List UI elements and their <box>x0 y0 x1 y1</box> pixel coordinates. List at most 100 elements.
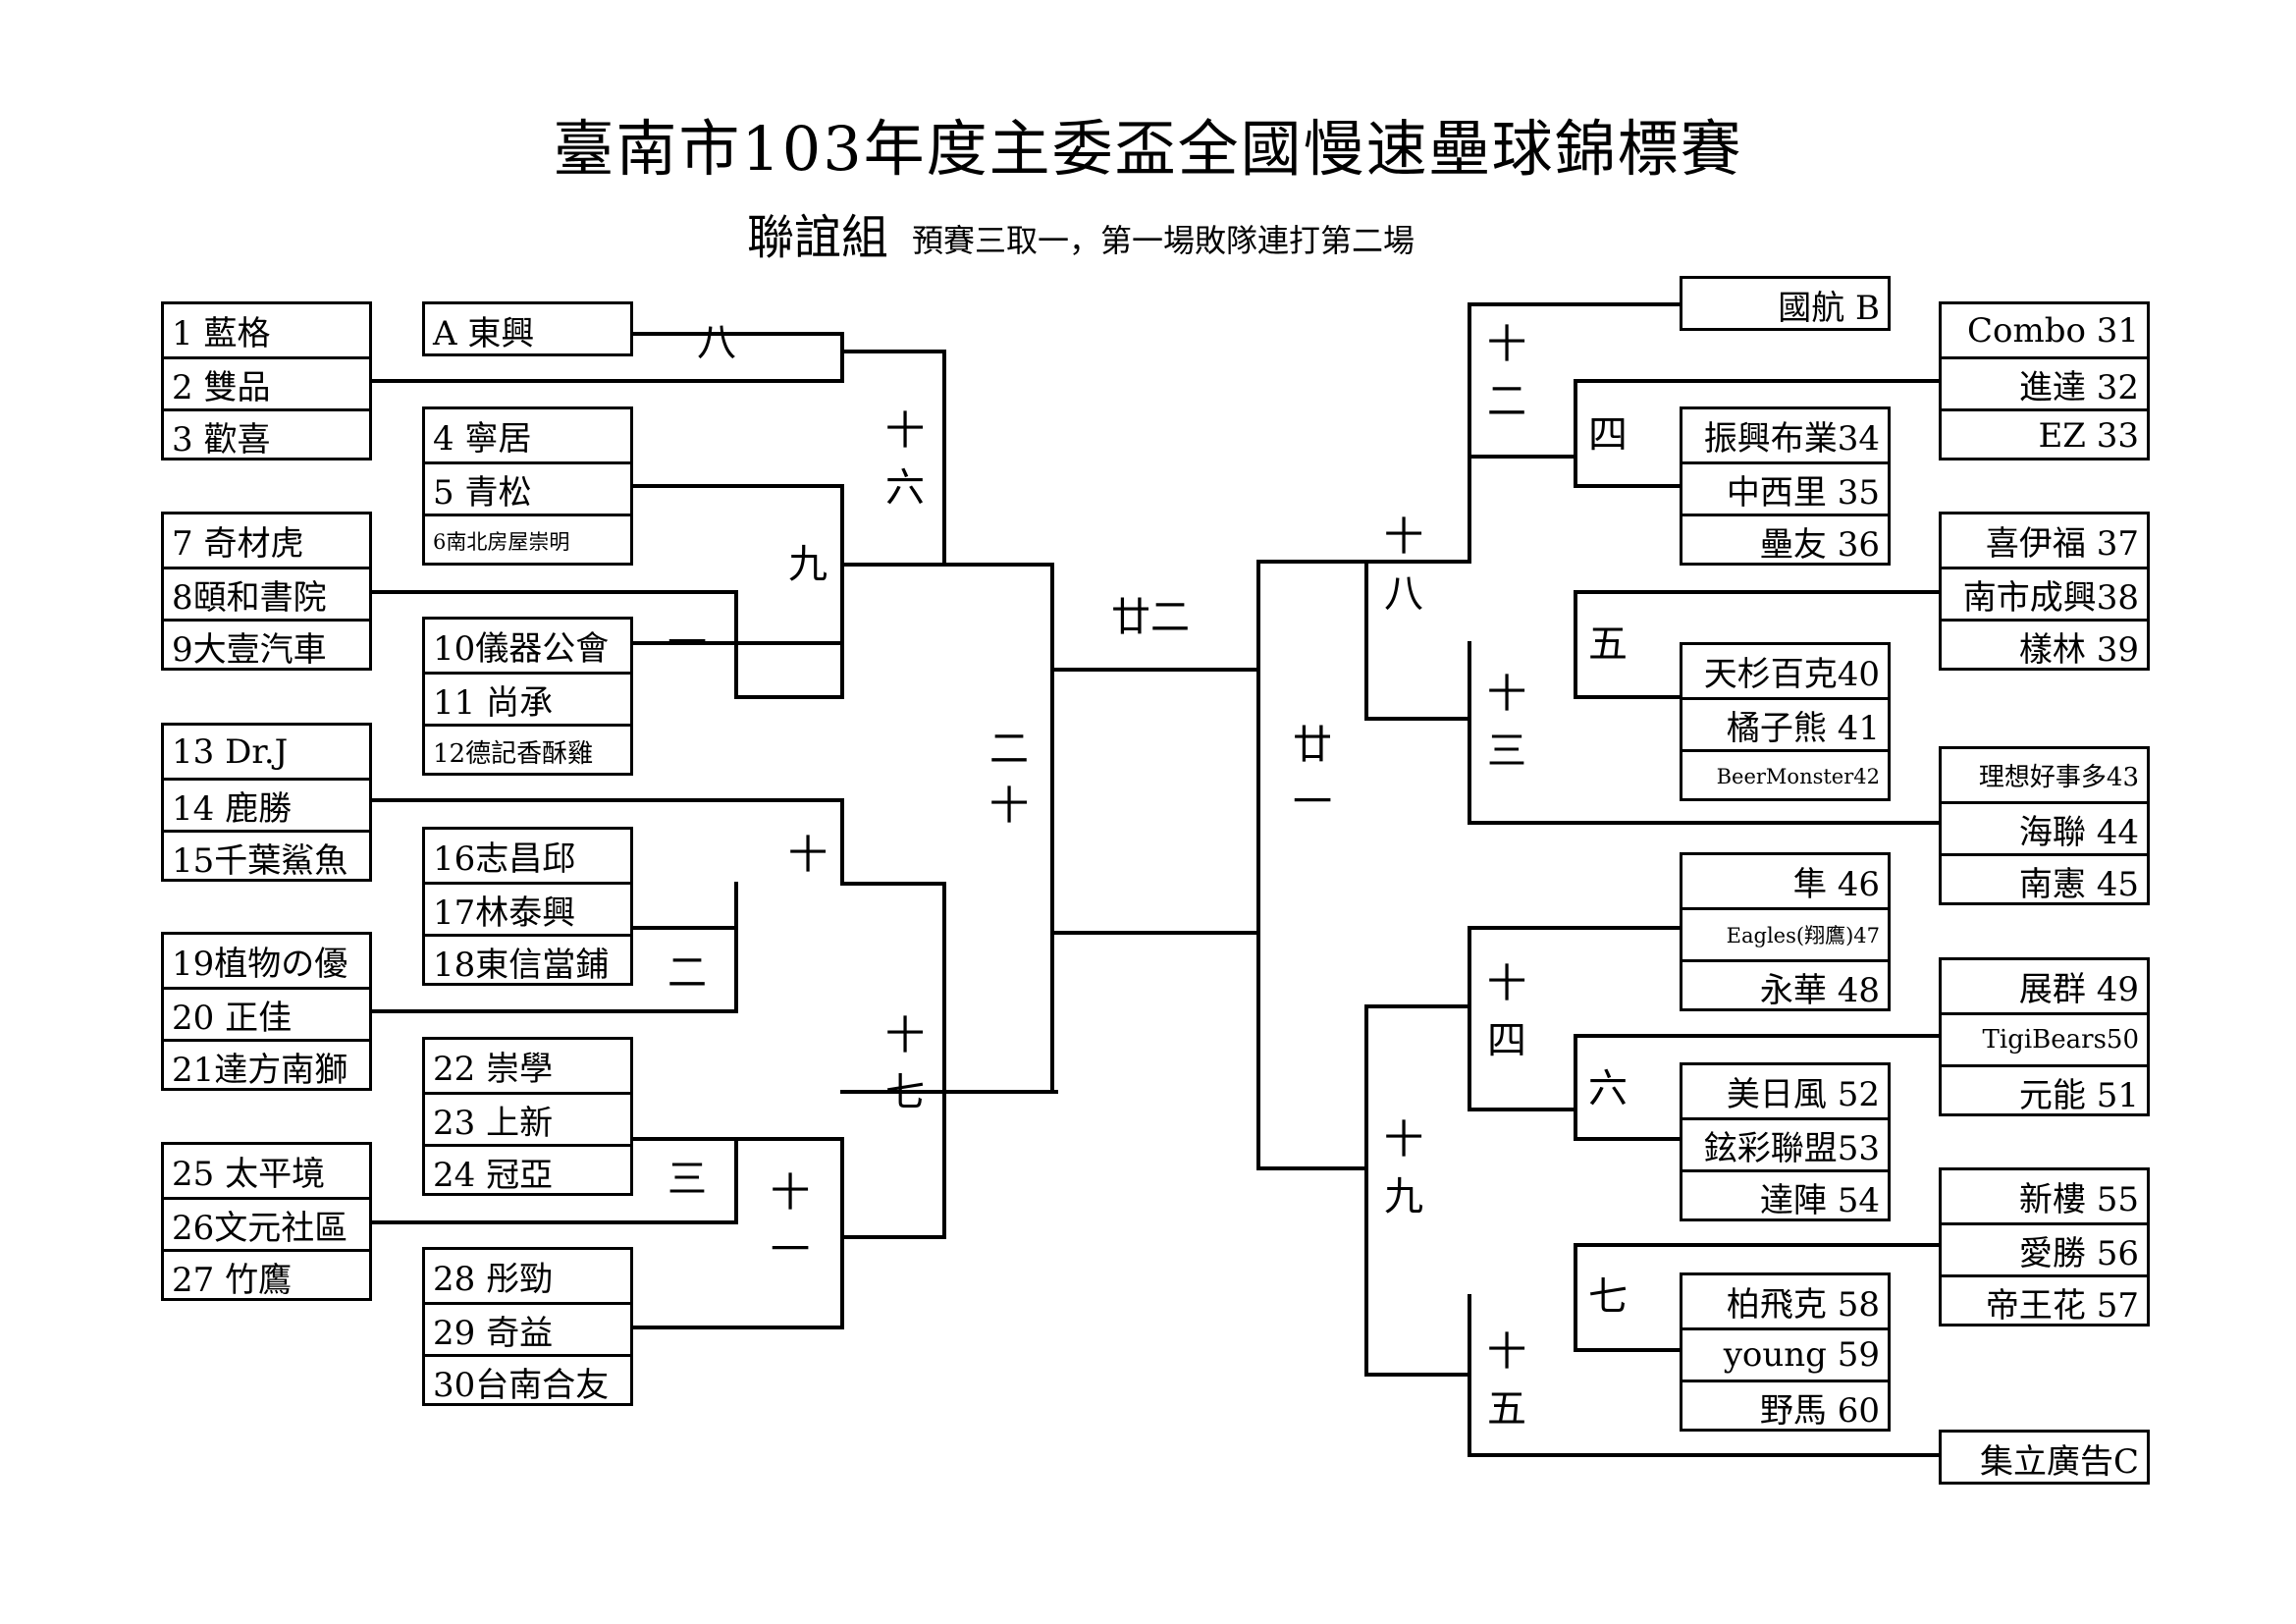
line-game-15 <box>1468 1294 1941 1457</box>
team-cell: 野馬 60 <box>1682 1380 1888 1432</box>
team-cell: BeerMonster42 <box>1682 749 1888 801</box>
left-group-3: 7 奇材虎 8頤和書院 9大壹汽車 <box>161 512 372 671</box>
line-game-2 <box>369 882 738 1013</box>
team-cell: 天杉百克40 <box>1703 655 1880 694</box>
team-cell: 25 太平境 <box>172 1155 326 1194</box>
team-cell: 6南北房屋崇明 <box>425 514 630 566</box>
line-game-5 <box>1574 590 1941 699</box>
game-label-6: 六 <box>1588 1066 1628 1111</box>
team-cell: 13 Dr.J <box>172 731 289 772</box>
line-game-14 <box>1468 926 1682 1111</box>
game-label-11-a: 十 <box>771 1170 810 1216</box>
line-game-9 <box>631 484 946 567</box>
game-label-12-a: 十 <box>1487 322 1526 367</box>
team-cell: 帝王花 57 <box>1942 1274 2147 1326</box>
team-cell: 15千葉鯊魚 <box>164 830 369 882</box>
right-group-3: 喜伊福 37 南市成興38 樣林 39 <box>1939 512 2150 671</box>
line-game-18 <box>1364 560 1471 721</box>
team-cell: 集立廣告C <box>1979 1442 2139 1482</box>
team-cell: 30台南合友 <box>425 1354 630 1406</box>
game-label-15-b: 五 <box>1487 1386 1526 1432</box>
game-label-1: 一 <box>667 621 707 666</box>
team-cell: 3 歡喜 <box>164 408 369 460</box>
right-group-5: 理想好事多43 海聯 44 南憲 45 <box>1939 746 2150 905</box>
line-game-7 <box>1574 1243 1941 1352</box>
line-game-8 <box>369 332 946 383</box>
game-label-3: 三 <box>667 1157 707 1202</box>
right-group-4: 天杉百克40 橘子熊 41 BeerMonster42 <box>1680 642 1891 801</box>
team-cell: 中西里 35 <box>1682 461 1888 514</box>
line-game-10 <box>369 798 946 886</box>
team-cell: 24 冠亞 <box>425 1144 630 1196</box>
game-label-7: 七 <box>1588 1274 1628 1320</box>
team-cell: 14 鹿勝 <box>164 778 369 830</box>
game-label-20-b: 十 <box>989 784 1029 829</box>
team-cell: 20 正佳 <box>164 987 369 1039</box>
game-label-13-b: 三 <box>1487 729 1526 774</box>
team-cell: 21達方南獅 <box>164 1039 369 1091</box>
right-group-6: 隼 46 Eagles(翔鷹)47 永華 48 <box>1680 852 1891 1011</box>
right-group-9: 新樓 55 愛勝 56 帝王花 57 <box>1939 1167 2150 1326</box>
left-group-A: A 東興 <box>422 301 633 356</box>
team-cell: 16志昌邱 <box>433 839 576 879</box>
line-game-1 <box>369 563 844 699</box>
team-cell: 隼 46 <box>1792 865 1880 904</box>
game-label-4: 四 <box>1588 412 1628 458</box>
game-label-9: 九 <box>788 542 828 587</box>
team-cell: 17林泰興 <box>425 882 630 934</box>
line-game-17b <box>840 1137 946 1239</box>
team-cell: 理想好事多43 <box>1978 763 2139 792</box>
right-group-8: 美日風 52 鉉彩聯盟53 達陣 54 <box>1680 1062 1891 1221</box>
team-cell: 29 奇益 <box>425 1302 630 1354</box>
team-cell: 新樓 55 <box>2018 1180 2139 1219</box>
game-label-18-b: 八 <box>1384 571 1423 617</box>
left-group-7: 19植物の優 20 正佳 21達方南獅 <box>161 932 372 1091</box>
team-cell: 南憲 45 <box>1942 853 2147 905</box>
line-game-21 <box>1256 560 1368 1170</box>
game-label-10: 十 <box>788 833 828 878</box>
team-cell: 8頤和書院 <box>164 567 369 619</box>
team-cell: 橘子熊 41 <box>1682 697 1888 749</box>
team-cell: 喜伊福 37 <box>1985 524 2139 564</box>
team-cell: 壘友 36 <box>1682 514 1888 566</box>
team-cell: 27 竹鷹 <box>164 1249 369 1301</box>
right-group-B: 國航 B <box>1680 276 1891 331</box>
subtitle: 聯誼組預賽三取一，第一場敗隊連打第二場 <box>747 208 1415 267</box>
team-cell: Combo 31 <box>1966 310 2139 351</box>
game-label-20-a: 二 <box>989 727 1029 772</box>
team-cell: 美日風 52 <box>1726 1075 1880 1114</box>
team-cell: 22 崇學 <box>433 1050 554 1089</box>
left-group-8: 22 崇學 23 上新 24 冠亞 <box>422 1037 633 1196</box>
line-game-6 <box>1574 1034 1941 1141</box>
team-cell: TigiBears50 <box>1942 1012 2147 1064</box>
team-cell: 進達 32 <box>1942 356 2147 408</box>
game-label-14-b: 四 <box>1487 1018 1526 1063</box>
team-cell: 1 藍格 <box>172 314 271 353</box>
team-cell: 4 寧居 <box>433 419 532 459</box>
team-cell: 11 尚承 <box>425 672 630 724</box>
right-group-10: 柏飛克 58 young 59 野馬 60 <box>1680 1272 1891 1432</box>
team-cell: 19植物の優 <box>172 945 348 984</box>
team-cell: young 59 <box>1682 1327 1888 1380</box>
tournament-rule: 預賽三取一，第一場敗隊連打第二場 <box>912 222 1415 259</box>
team-cell: 南市成興38 <box>1942 567 2147 619</box>
team-cell: 振興布業34 <box>1703 419 1880 459</box>
left-group-9: 25 太平境 26文元社區 27 竹鷹 <box>161 1142 372 1301</box>
left-group-10: 28 彤勁 29 奇益 30台南合友 <box>422 1247 633 1406</box>
team-cell: 18東信當鋪 <box>425 934 630 986</box>
game-label-18-a: 十 <box>1384 514 1423 560</box>
team-cell: 愛勝 56 <box>1942 1222 2147 1274</box>
team-cell: 23 上新 <box>425 1092 630 1144</box>
team-cell: 永華 48 <box>1682 959 1888 1011</box>
right-group-2: 振興布業34 中西里 35 壘友 36 <box>1680 406 1891 566</box>
left-group-6: 16志昌邱 17林泰興 18東信當鋪 <box>422 827 633 986</box>
page-title: 臺南市103年度主委盃全國慢速壘球錦標賽 <box>553 113 1743 185</box>
team-cell: 鉉彩聯盟53 <box>1682 1117 1888 1169</box>
line-game-3 <box>369 1137 738 1224</box>
line-game-4 <box>1574 379 1941 488</box>
game-label-15-a: 十 <box>1487 1329 1526 1375</box>
right-group-7: 展群 49 TigiBears50 元能 51 <box>1939 957 2150 1116</box>
game-label-16-a: 十 <box>885 408 925 454</box>
team-cell: 國航 B <box>1778 289 1880 328</box>
